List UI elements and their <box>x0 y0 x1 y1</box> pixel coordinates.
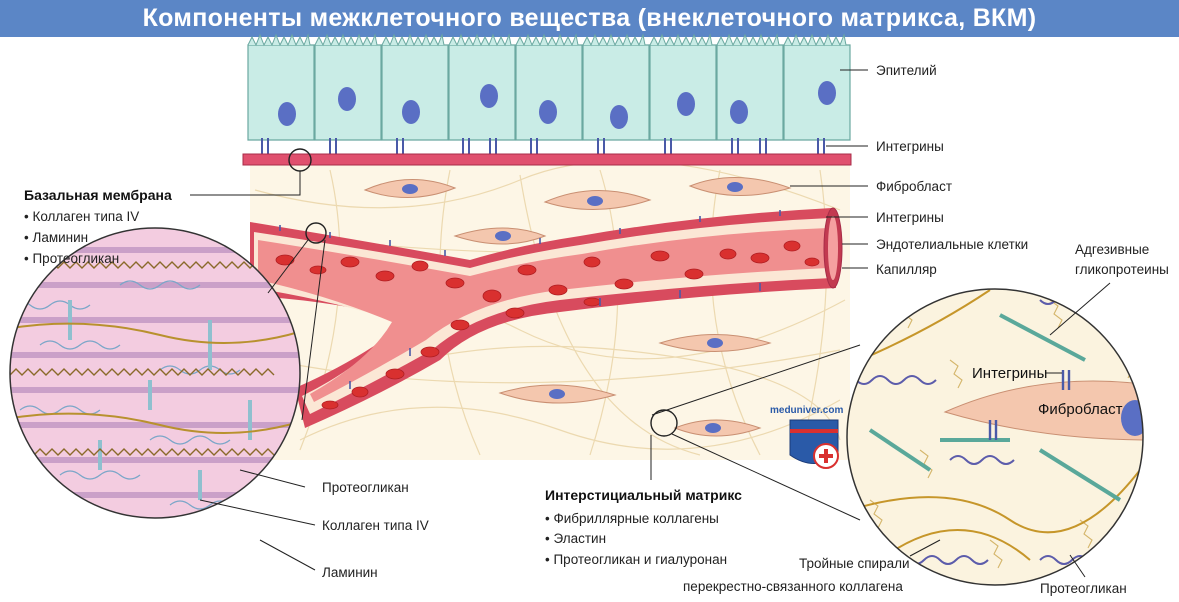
epithelial-cell <box>649 33 717 141</box>
epithelial-cell <box>582 33 650 141</box>
label-endothelial: Эндотелиальные клетки <box>876 237 1028 252</box>
label-capillary: Капилляр <box>876 262 937 277</box>
fibroblast-cell <box>453 227 547 245</box>
fibroblast-cell <box>688 176 792 197</box>
label-fibroblast: Фибробласт <box>876 179 952 194</box>
epithelium <box>247 33 851 141</box>
interstitial-item: • Фибриллярные коллагены <box>545 511 719 526</box>
epithelial-cell <box>448 33 516 141</box>
interstitial-heading: Интерстициальный матрикс <box>545 487 742 503</box>
interstitial-item: • Протеогликан и гиалуронан <box>545 552 727 567</box>
epithelial-cell <box>381 33 449 141</box>
meduniver-logo: meduniver.com <box>770 405 843 469</box>
basal-membrane-band <box>242 153 852 166</box>
basal-membrane-item: • Коллаген типа IV <box>24 209 139 224</box>
basal-membrane-heading: Базальная мембрана <box>24 187 172 203</box>
epithelial-cell <box>515 33 583 141</box>
label-integrins-inset: Интегрины <box>972 365 1047 382</box>
basal-membrane-item: • Ламинин <box>24 230 88 245</box>
basal-membrane-inset <box>9 227 301 519</box>
label-proteoglycan-left: Протеогликан <box>322 480 409 495</box>
title-bar: Компоненты межклеточного вещества (внекл… <box>0 0 1179 37</box>
capillary <box>250 207 843 428</box>
label-triple-helix-2: перекрестно-связанного коллагена <box>683 579 903 594</box>
basal-membrane-legend: Базальная мембрана • Коллаген типа IV • … <box>24 187 172 266</box>
label-integrins-top: Интегрины <box>876 139 944 154</box>
interstitial-item: • Эластин <box>545 531 606 546</box>
label-fibroblast-inset: Фибробласт <box>1038 401 1123 418</box>
label-proteoglycan-right: Протеогликан <box>1040 581 1127 596</box>
interstitial-matrix-legend: Интерстициальный матрикс • Фибриллярные … <box>545 487 742 567</box>
label-collagen-iv-left: Коллаген типа IV <box>322 518 429 533</box>
epithelial-integrins <box>261 138 825 154</box>
label-epithelium: Эпителий <box>876 63 937 78</box>
label-triple-helix-1: Тройные спирали <box>799 556 910 571</box>
page-title: Компоненты межклеточного вещества (внекл… <box>142 4 1037 32</box>
epithelial-cell <box>247 33 315 141</box>
interstitial-inset <box>846 288 1144 586</box>
basal-membrane-item: • Протеогликан <box>24 251 119 266</box>
fibroblast-cell <box>363 179 457 198</box>
fibroblast-cell <box>543 189 652 211</box>
epithelial-cell <box>314 33 382 141</box>
interstitial-pointer-circle <box>650 409 678 437</box>
label-adhesive-2: гликопротеины <box>1075 262 1169 277</box>
capillary-pointer-circle <box>305 222 327 244</box>
fibroblast-cell <box>658 334 772 352</box>
connector-lines <box>190 69 1111 578</box>
fibroblast-cell <box>498 384 617 404</box>
label-laminin-left: Ламинин <box>322 565 378 580</box>
label-adhesive-1: Адгезивные <box>1075 242 1149 257</box>
interstitial-fibroblasts <box>363 176 792 437</box>
inset-fibroblast-shape <box>943 380 1143 441</box>
label-integrins-mid: Интегрины <box>876 210 944 225</box>
watermark-text: meduniver.com <box>770 405 843 416</box>
epithelial-cell <box>716 33 784 141</box>
fibroblast-cell <box>673 419 762 437</box>
epithelial-cell <box>783 33 851 141</box>
